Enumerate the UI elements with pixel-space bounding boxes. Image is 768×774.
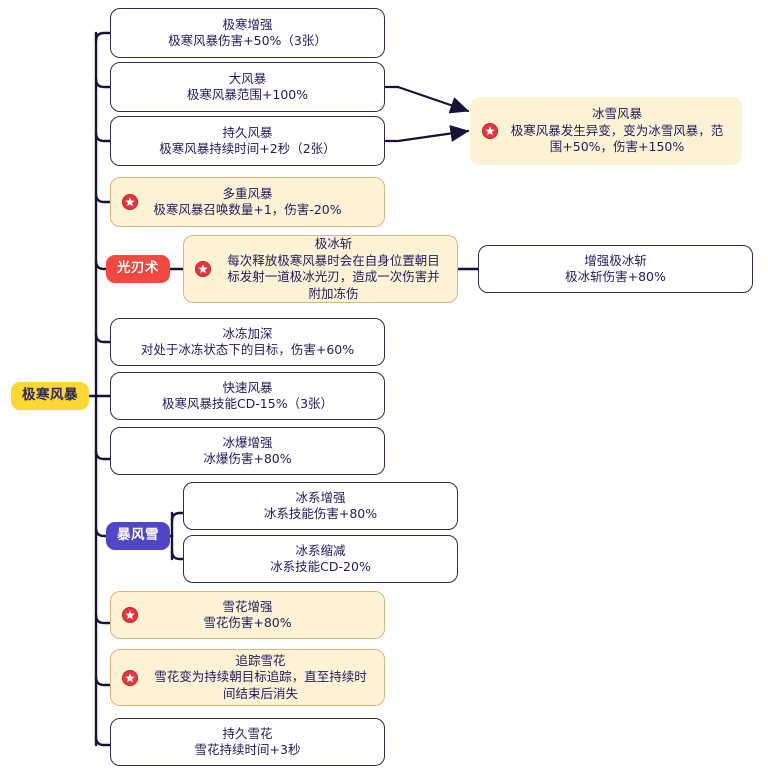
node-desc: 对处于冰冻状态下的目标，伤害+60% <box>140 342 355 357</box>
node-title: 冰系增强 <box>295 489 346 505</box>
star-icon <box>195 261 211 277</box>
node-card-n2[interactable]: 大风暴 极寒风暴范围+100% <box>110 62 385 112</box>
node-desc: 极寒风暴发生异变，变为冰雪风暴，范围+50%，伤害+150% <box>510 122 724 155</box>
root-label: 极寒风暴 <box>11 382 89 410</box>
star-icon <box>122 607 138 623</box>
node-title: 持久雪花 <box>222 725 273 741</box>
node-card-n5[interactable]: 冰雪风暴 极寒风暴发生异变，变为冰雪风暴，范围+50%，伤害+150% <box>470 97 742 165</box>
node-desc: 雪花变为持续朝目标追踪，直至持续时间结束后消失 <box>154 669 367 701</box>
node-desc: 极寒风暴召唤数量+1，伤害-20% <box>153 202 342 217</box>
node-desc: 极寒风暴范围+100% <box>186 87 309 102</box>
node-desc: 极寒风暴技能CD-15%（3张） <box>161 396 334 411</box>
node-card-n12[interactable]: 冰系缩减 冰系技能CD-20% <box>183 535 458 583</box>
root-node[interactable]: 极寒风暴 <box>11 379 89 413</box>
node-card-n4[interactable]: 多重风暴 极寒风暴召唤数量+1，伤害-20% <box>110 177 385 227</box>
node-desc: 极寒风暴伤害+50%（3张） <box>168 33 327 48</box>
node-card-n8[interactable]: 冰冻加深 对处于冰冻状态下的目标，伤害+60% <box>110 318 385 366</box>
node-title: 快速风暴 <box>222 379 273 395</box>
node-title: 持久风暴 <box>222 124 273 140</box>
node-card-n6[interactable]: 极冰斩 每次释放极寒风暴时会在自身位置朝目标发射一道极冰光刃，造成一次伤害并附加… <box>183 235 458 303</box>
node-title: 增强极冰斩 <box>584 252 647 268</box>
star-icon <box>122 669 138 686</box>
node-title: 多重风暴 <box>222 185 273 201</box>
node-desc: 雪花持续时间+3秒 <box>194 742 301 757</box>
branch-blizzard[interactable]: 暴风雪 <box>106 520 170 552</box>
node-title: 雪花增强 <box>222 598 273 614</box>
node-card-n13[interactable]: 雪花增强 雪花伤害+80% <box>110 591 385 639</box>
node-card-n10[interactable]: 冰爆增强 冰爆伤害+80% <box>110 427 385 475</box>
node-card-n11[interactable]: 冰系增强 冰系技能伤害+80% <box>183 482 458 530</box>
node-desc: 冰系技能CD-20% <box>270 559 371 574</box>
branch-label-light-blade: 光刃术 <box>106 255 170 283</box>
node-title: 冰冻加深 <box>222 325 273 341</box>
node-card-n1[interactable]: 极寒增强 极寒风暴伤害+50%（3张） <box>110 8 385 58</box>
node-desc: 雪花伤害+80% <box>203 615 292 630</box>
node-card-n9[interactable]: 快速风暴 极寒风暴技能CD-15%（3张） <box>110 372 385 420</box>
node-card-n14[interactable]: 追踪雪花 雪花变为持续朝目标追踪，直至持续时间结束后消失 <box>110 649 385 706</box>
node-desc: 冰爆伤害+80% <box>203 451 292 466</box>
star-icon <box>122 194 138 210</box>
node-title: 冰爆增强 <box>222 434 273 450</box>
node-title: 极寒增强 <box>222 16 273 32</box>
node-title: 大风暴 <box>228 70 267 86</box>
node-title: 冰雪风暴 <box>591 106 642 122</box>
branch-light-blade[interactable]: 光刃术 <box>106 253 170 285</box>
star-icon <box>482 123 498 139</box>
node-card-n3[interactable]: 持久风暴 极寒风暴持续时间+2秒（2张） <box>110 116 385 166</box>
node-card-n15[interactable]: 持久雪花 雪花持续时间+3秒 <box>110 718 385 766</box>
node-desc: 极冰斩伤害+80% <box>565 269 666 284</box>
node-title: 追踪雪花 <box>235 652 286 668</box>
branch-label-blizzard: 暴风雪 <box>106 522 170 550</box>
node-desc: 极寒风暴持续时间+2秒（2张） <box>159 141 336 156</box>
node-desc: 冰系技能伤害+80% <box>263 506 378 521</box>
node-desc: 每次释放极寒风暴时会在自身位置朝目标发射一道极冰光刃，造成一次伤害并附加冻伤 <box>227 252 440 301</box>
node-title: 极冰斩 <box>314 236 353 251</box>
node-card-n7[interactable]: 增强极冰斩 极冰斩伤害+80% <box>478 245 753 293</box>
node-title: 冰系缩减 <box>295 542 346 558</box>
